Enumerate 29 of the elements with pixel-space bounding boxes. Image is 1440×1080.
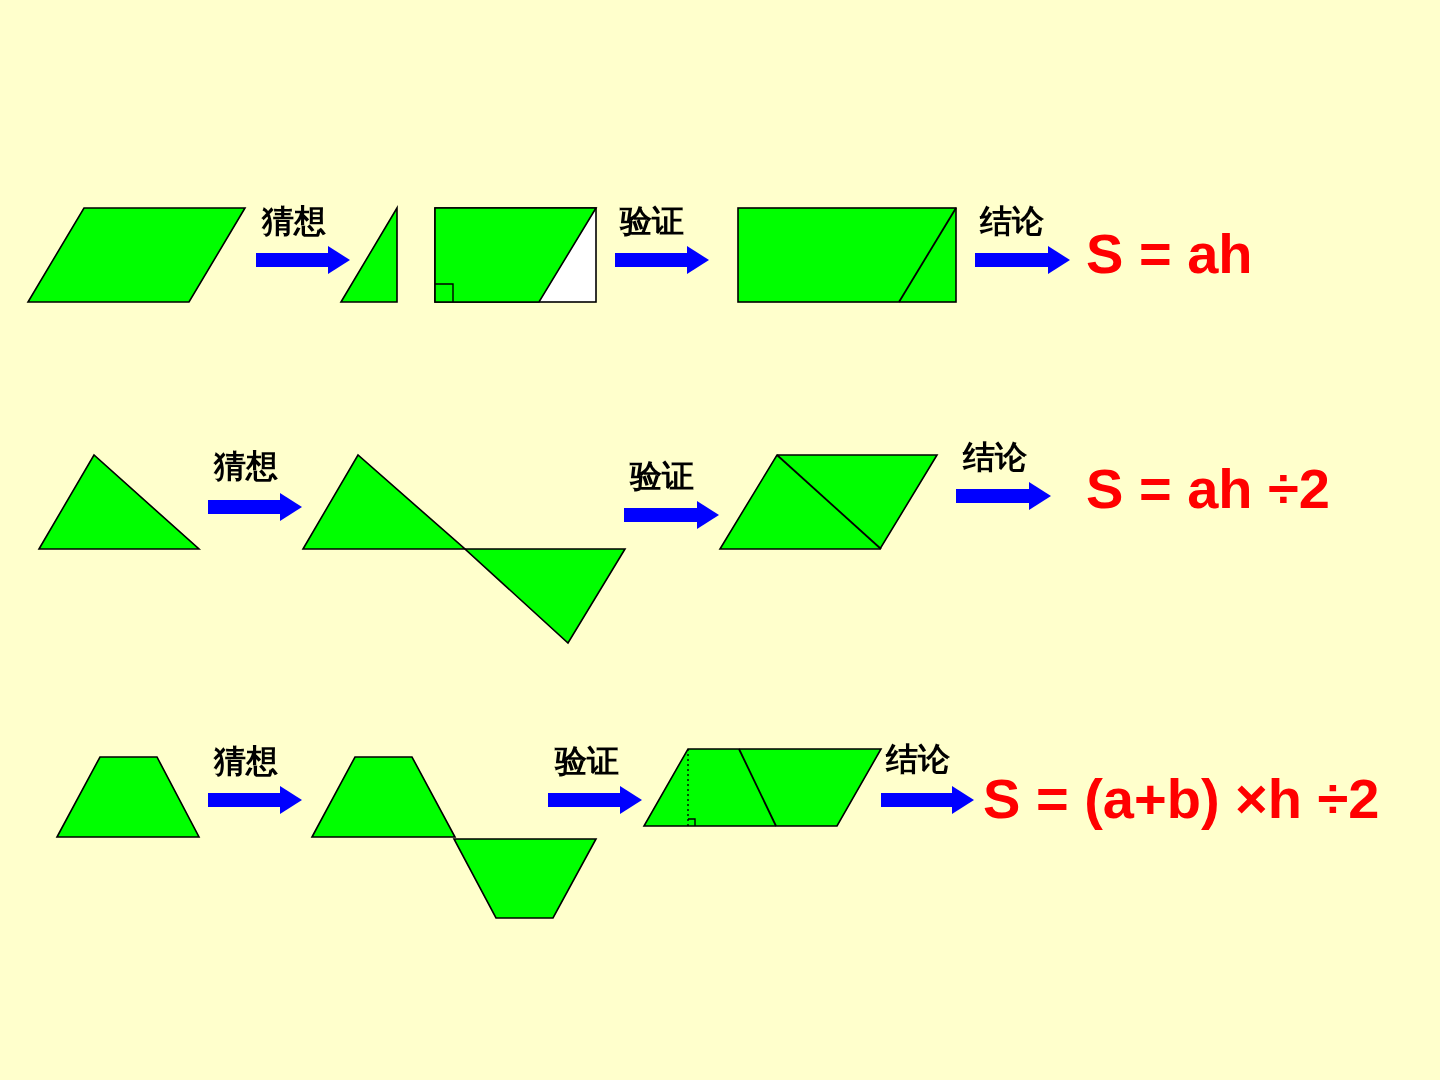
- parallelogram: [720, 455, 937, 549]
- arrow: [975, 246, 1070, 274]
- arrow: [881, 786, 974, 814]
- arrow: [208, 493, 302, 521]
- triangle: [341, 208, 397, 302]
- triangle: [39, 455, 199, 549]
- edge-label: 猜想: [262, 205, 326, 237]
- formula: S = ah ÷2: [1086, 461, 1330, 517]
- arrow: [956, 482, 1051, 510]
- trapezoid: [57, 757, 199, 837]
- arrow: [615, 246, 709, 274]
- edge-label: 结论: [963, 441, 1027, 473]
- rectangle: [738, 208, 956, 302]
- edge-label: 验证: [630, 460, 694, 492]
- arrow: [256, 246, 350, 274]
- edge-label: 猜想: [214, 745, 278, 777]
- arrow: [208, 786, 302, 814]
- edge-label: 验证: [555, 745, 619, 777]
- edge-label: 结论: [886, 743, 950, 775]
- edge-label: 猜想: [214, 450, 278, 482]
- triangle-pair: [303, 455, 625, 643]
- parallelogram: [644, 749, 881, 826]
- arrow: [548, 786, 642, 814]
- edge-label: 验证: [620, 205, 684, 237]
- parallelogram: [28, 208, 245, 302]
- rectangle: [435, 208, 596, 302]
- arrow: [624, 501, 719, 529]
- formula: S = ah: [1086, 226, 1253, 282]
- edge-label: 结论: [980, 205, 1044, 237]
